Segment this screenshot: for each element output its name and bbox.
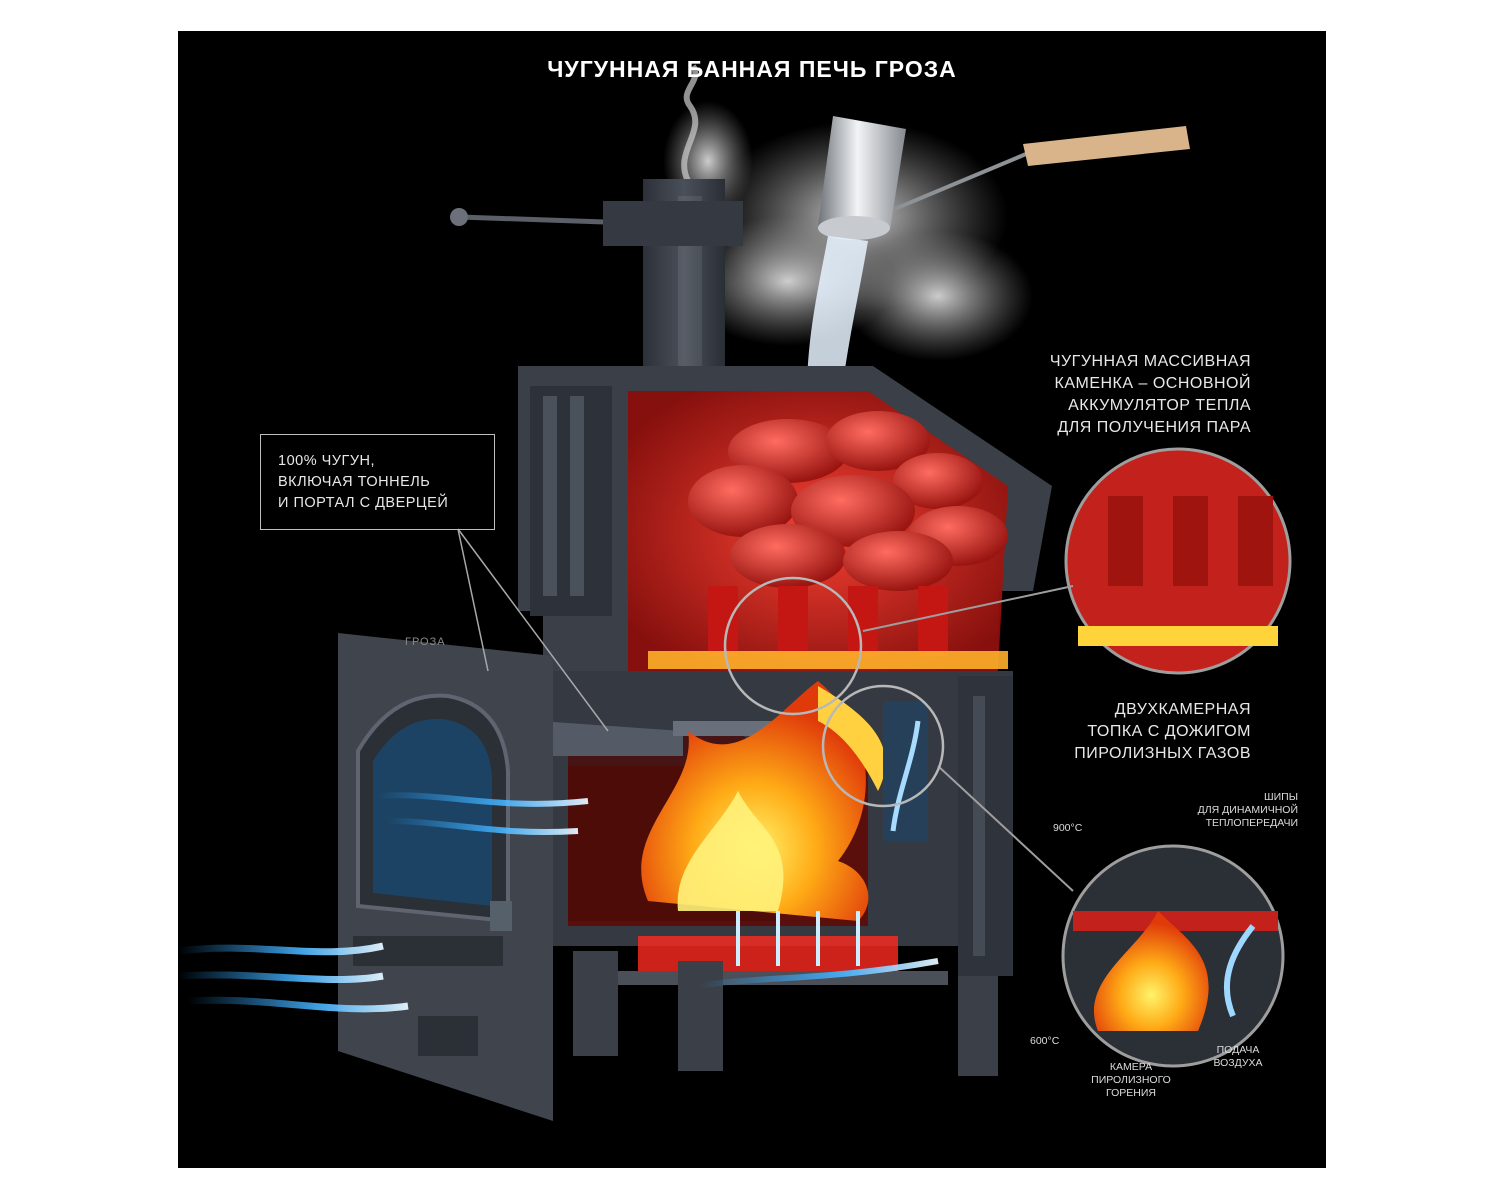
leg <box>573 951 618 1056</box>
label-line: ПИРОЛИЗНОГО <box>1091 1074 1171 1086</box>
leader-line <box>457 528 489 672</box>
heat-spikes <box>708 586 948 656</box>
label-pyrolysis-chamber: КАМЕРА ПИРОЛИЗНОГО ГОРЕНИЯ <box>1086 1061 1176 1100</box>
leader-line <box>457 528 609 732</box>
ladle <box>818 116 1190 240</box>
zoom-ring-bottom <box>821 684 945 808</box>
label-line: ТЕПЛОПЕРЕДАЧИ <box>1205 817 1298 829</box>
flames <box>641 681 886 921</box>
detail-circle-stones <box>862 447 1292 675</box>
label-line: ДЛЯ ДИНАМИЧНОЙ <box>1197 804 1298 816</box>
callout-line: ТОПКА С ДОЖИГОМ <box>1087 723 1251 740</box>
callout-line: И ПОРТАЛ С ДВЕРЦЕЙ <box>278 495 449 511</box>
poster-title: ЧУГУННАЯ БАННАЯ ПЕЧЬ ГРОЗА <box>547 56 957 82</box>
cast-iron-callout-frame <box>260 434 495 530</box>
tunnel <box>538 721 683 756</box>
label-air-supply: ПОДАЧА ВОЗДУХА <box>1203 1044 1273 1070</box>
callout-line: ВКЛЮЧАЯ ТОННЕЛЬ <box>278 474 431 490</box>
air-flow <box>178 792 939 1013</box>
leg <box>958 976 998 1076</box>
callout-line: ДЛЯ ПОЛУЧЕНИЯ ПАРА <box>1057 419 1251 436</box>
label-line: ГОРЕНИЯ <box>1106 1087 1156 1099</box>
door-logo: ГРОЗА <box>405 636 446 648</box>
label-line: ШИПЫ <box>1263 791 1298 803</box>
stove-illustration <box>178 64 1292 1121</box>
callout-stone-heater: ЧУГУННАЯ МАССИВНАЯ КАМЕНКА – ОСНОВНОЙ АК… <box>991 351 1251 439</box>
label-line: КАМЕРА <box>1109 1061 1153 1073</box>
callout-line: КАМЕНКА – ОСНОВНОЙ <box>1054 375 1251 392</box>
callout-line: 100% ЧУГУН, <box>278 453 376 469</box>
chimney-smoke <box>681 64 699 183</box>
label-spikes: ШИПЫ ДЛЯ ДИНАМИЧНОЙ ТЕПЛОПЕРЕДАЧИ <box>1148 791 1298 830</box>
stones <box>688 411 1008 591</box>
callout-line: ЧУГУННАЯ МАССИВНАЯ <box>1049 353 1251 370</box>
zoom-ring-top <box>723 576 863 716</box>
callout-firebox: ДВУХКАМЕРНАЯ ТОПКА С ДОЖИГОМ ПИРОЛИЗНЫХ … <box>991 699 1251 765</box>
label-line: ВОЗДУХА <box>1213 1057 1263 1069</box>
callout-cast-iron: 100% ЧУГУН, ВКЛЮЧАЯ ТОННЕЛЬ И ПОРТАЛ С Д… <box>278 451 488 514</box>
callout-line: ДВУХКАМЕРНАЯ <box>1114 701 1251 718</box>
callout-line: ПИРОЛИЗНЫХ ГАЗОВ <box>1074 745 1251 762</box>
label-temp-600: 600°С <box>1030 1035 1060 1047</box>
callout-line: АККУМУЛЯТОР ТЕПЛА <box>1068 397 1251 414</box>
label-line: ПОДАЧА <box>1216 1044 1260 1056</box>
leg <box>678 961 723 1071</box>
label-temp-900: 900°С <box>1053 822 1083 834</box>
firebox-door <box>338 633 553 1121</box>
poster: ЧУГУННАЯ БАННАЯ ПЕЧЬ ГРОЗА ЧУГУННАЯ МАСС… <box>178 31 1326 1168</box>
detail-circle-firebox <box>937 765 1285 1068</box>
